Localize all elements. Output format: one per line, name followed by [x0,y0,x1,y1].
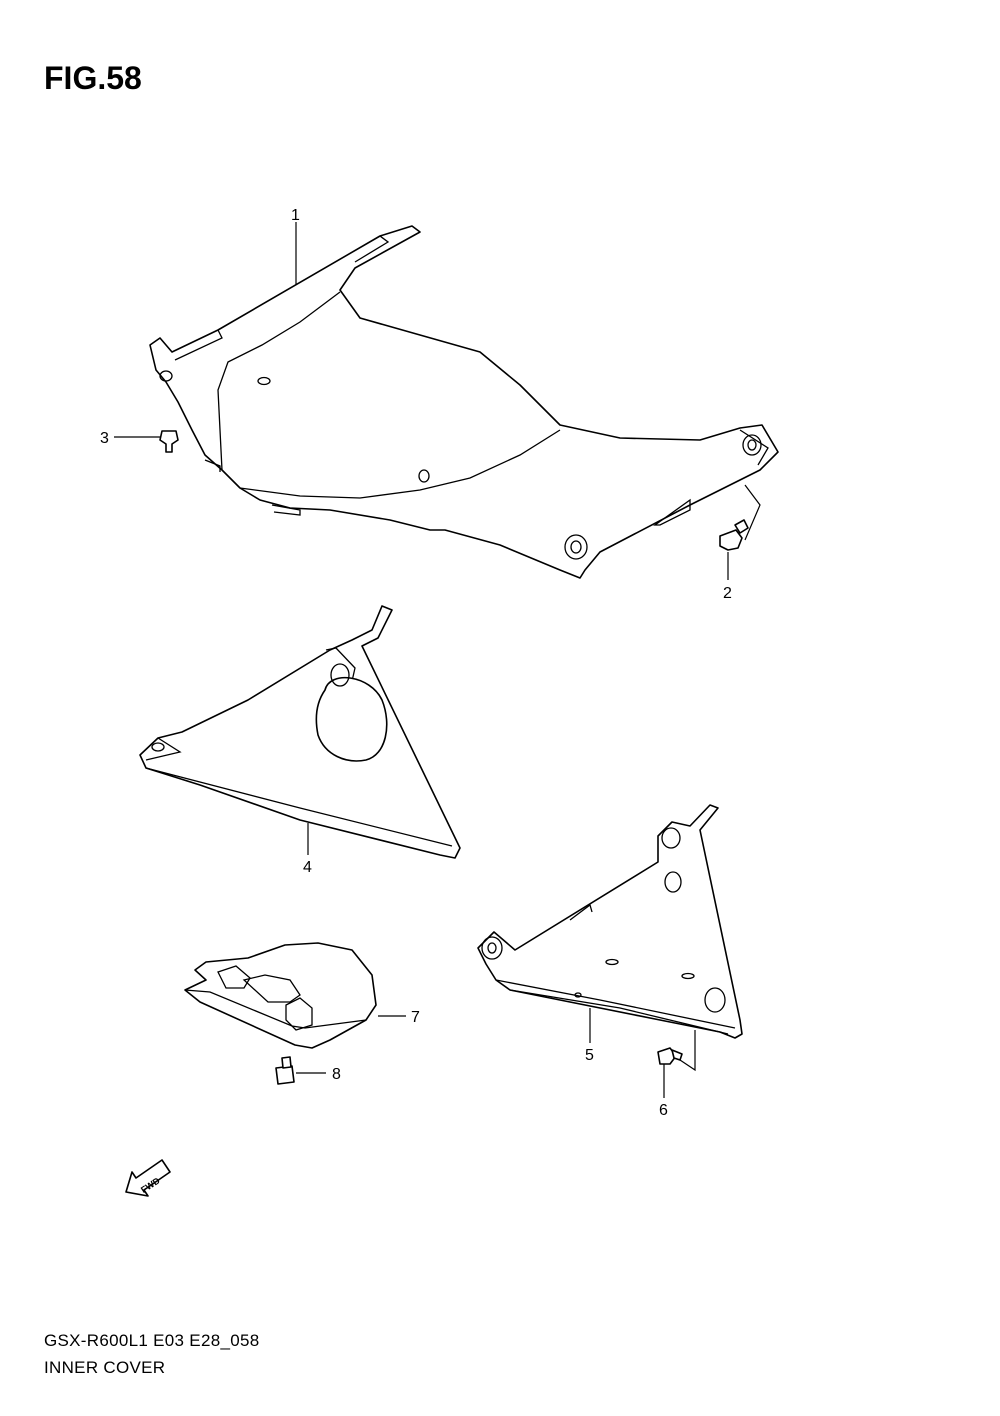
callout-6: 6 [659,1102,668,1119]
figure-title: FIG.58 [44,60,142,96]
leader-lines [114,222,761,1098]
part-7-bracket-cover[interactable] [184,942,377,1049]
section-name: INNER COVER [44,1358,166,1377]
model-code: GSX-R600L1 E03 E28_058 [44,1331,260,1350]
callout-8: 8 [332,1066,341,1083]
part-1-inner-cover[interactable] [149,225,779,579]
callout-2: 2 [723,585,732,602]
part-6-screw-icon[interactable] [657,1047,683,1065]
part-3-clip-icon[interactable] [159,430,179,453]
callout-7: 7 [411,1009,420,1026]
part-8-bolt-icon[interactable] [275,1056,295,1085]
part-5-lower-panel[interactable] [477,804,743,1039]
fwd-arrow-icon: FWD [125,1159,171,1197]
part-4-side-panel[interactable] [139,605,461,859]
callout-3: 3 [100,430,109,447]
callout-4: 4 [303,859,312,876]
callout-1: 1 [291,207,300,224]
part-2-clip-icon[interactable] [719,519,749,551]
callout-5: 5 [585,1047,594,1064]
